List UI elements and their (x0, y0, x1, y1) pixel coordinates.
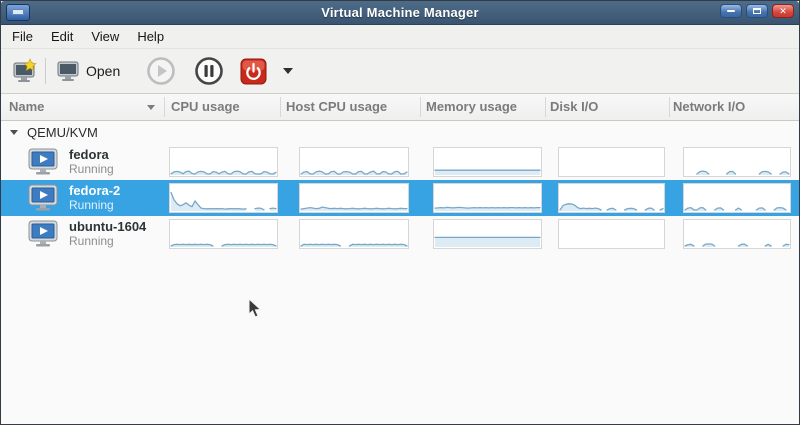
column-header-row: Name CPU usage Host CPU usage Memory usa… (1, 94, 799, 121)
column-network[interactable]: Network I/O (673, 99, 746, 114)
new-vm-button[interactable] (11, 58, 37, 84)
sort-arrow-icon (147, 105, 155, 110)
window-title: Virtual Machine Manager (321, 5, 479, 20)
poweroff-icon (240, 58, 267, 84)
column-cpu[interactable]: CPU usage (171, 99, 240, 114)
sparkline-disk (558, 219, 665, 249)
sparkline-cpu (169, 183, 278, 213)
play-icon (147, 57, 176, 85)
connection-row-qemu-kvm[interactable]: QEMU/KVM (1, 121, 799, 144)
column-divider (420, 97, 421, 117)
pause-icon (195, 57, 224, 85)
column-memory[interactable]: Memory usage (426, 99, 518, 114)
column-divider (669, 97, 670, 117)
caret-down-icon (283, 68, 294, 74)
sparkline-disk (558, 183, 665, 213)
menu-edit[interactable]: Edit (50, 29, 74, 44)
sparkline-disk (558, 147, 665, 177)
sparkline-cpu (169, 219, 278, 249)
sparkline-memory (433, 183, 542, 213)
column-divider (164, 97, 165, 117)
run-button[interactable] (146, 56, 176, 86)
open-button-label: Open (86, 63, 121, 79)
menu-view[interactable]: View (91, 29, 120, 44)
maximize-button[interactable] (746, 4, 768, 18)
sparkline-network (683, 183, 791, 213)
sparkline-host-cpu (299, 183, 409, 213)
maximize-icon (753, 8, 761, 14)
window-controls: ✕ (720, 4, 794, 18)
vm-name: fedora-2 (69, 183, 121, 198)
menu-file[interactable]: File (12, 29, 33, 44)
vm-status: Running (69, 162, 114, 176)
column-name[interactable]: Name (9, 99, 45, 114)
column-divider (545, 97, 546, 117)
sparkline-cpu (169, 147, 278, 177)
vm-name: ubuntu-1604 (69, 219, 147, 234)
close-button[interactable]: ✕ (772, 4, 794, 18)
sparkline-host-cpu (299, 147, 409, 177)
pause-button[interactable] (194, 56, 224, 86)
menu-help[interactable]: Help (137, 29, 165, 44)
sparkline-host-cpu (299, 219, 409, 249)
toolbar-separator (45, 58, 46, 84)
column-disk[interactable]: Disk I/O (550, 99, 599, 114)
vm-status: Running (69, 198, 114, 212)
sparkline-network (683, 219, 791, 249)
minimize-button[interactable] (720, 4, 742, 18)
new-vm-icon (13, 58, 37, 82)
expander-icon[interactable] (10, 130, 18, 135)
sparkline-network (683, 147, 791, 177)
shutdown-menu-button[interactable] (267, 68, 294, 74)
vm-monitor-icon (27, 184, 59, 212)
open-button[interactable]: Open (56, 60, 120, 82)
vm-status: Running (69, 234, 114, 248)
menubar: File Edit View Help (1, 25, 799, 49)
toolbar: Open (1, 49, 799, 94)
minimize-icon (727, 10, 735, 12)
vm-name: fedora (69, 147, 109, 162)
column-divider (280, 97, 281, 117)
vm-monitor-icon (27, 220, 59, 248)
close-icon: ✕ (779, 5, 787, 16)
connection-label: QEMU/KVM (27, 125, 98, 140)
sparkline-memory (433, 219, 542, 249)
vm-monitor-icon (27, 148, 59, 176)
open-console-icon (57, 61, 79, 81)
sparkline-memory (433, 147, 542, 177)
shutdown-button[interactable] (240, 58, 267, 85)
titlebar[interactable]: Virtual Machine Manager ✕ (1, 1, 799, 25)
app-icon (6, 4, 30, 21)
column-host-cpu[interactable]: Host CPU usage (286, 99, 388, 114)
